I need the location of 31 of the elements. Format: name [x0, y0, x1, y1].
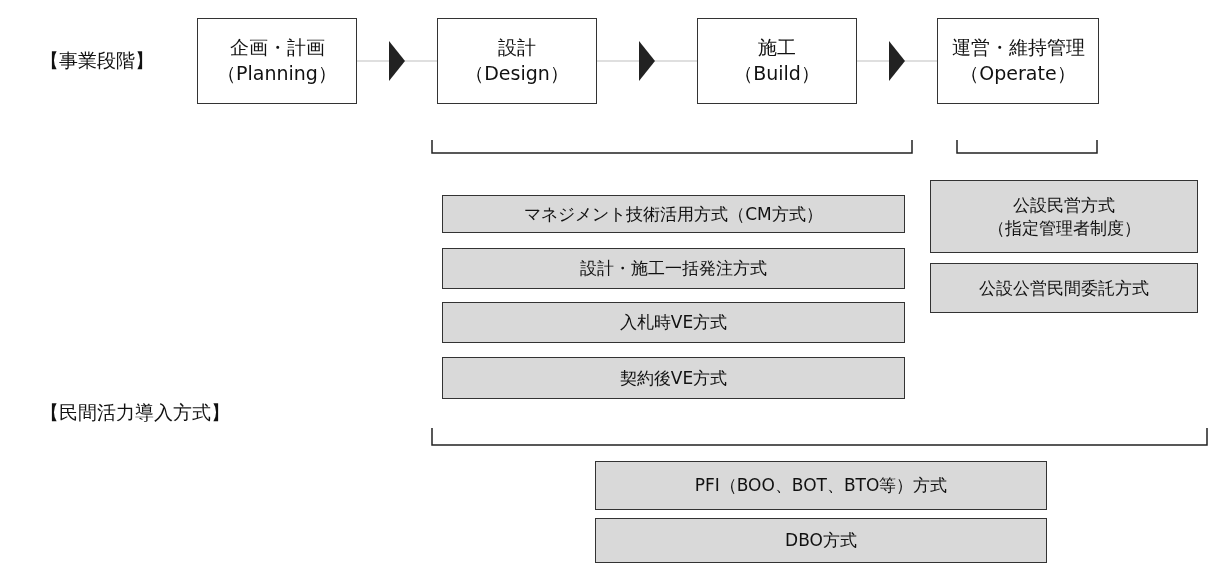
method-box: [442, 302, 905, 343]
box-title: 設計・施工一括発注方式: [580, 257, 767, 280]
section-label: 【民間活力導入方式】: [40, 400, 230, 425]
box-title: 運営・維持管理: [951, 35, 1085, 61]
box-title: マネジメント技術活用方式（CM方式）: [524, 202, 823, 226]
box-title: 入札時VE方式: [619, 311, 728, 334]
method-box: [930, 180, 1198, 253]
box-title: 施工: [758, 35, 796, 61]
box-subtitle: （Build）: [734, 61, 820, 86]
stage-box: [937, 18, 1099, 104]
box-title: PFI（BOO、BOT、BTO等）方式: [694, 474, 948, 497]
box-title: 公設公営民間委託方式: [979, 276, 1149, 300]
stage-box: [197, 18, 357, 104]
method-box: [442, 248, 905, 289]
section-label: 【事業段階】: [40, 48, 154, 73]
box-title: 契約後VE方式: [619, 366, 728, 390]
box-title: DBO方式: [785, 529, 857, 552]
box-subtitle: （Design）: [465, 61, 569, 86]
box-title: 企画・計画: [229, 35, 325, 61]
box-subtitle: （Operate）: [960, 61, 1076, 86]
method-box: [442, 195, 905, 233]
method-box: [595, 518, 1047, 563]
stage-box: [437, 18, 597, 104]
box-title: 設計: [498, 35, 536, 61]
method-box: [442, 357, 905, 399]
method-box: [595, 461, 1047, 510]
box-subtitle: （指定管理者制度）: [987, 216, 1141, 239]
box-title: 公設民営方式: [1013, 194, 1115, 217]
method-box: [930, 263, 1198, 313]
stage-box: [697, 18, 857, 104]
box-subtitle: （Planning）: [217, 61, 337, 86]
